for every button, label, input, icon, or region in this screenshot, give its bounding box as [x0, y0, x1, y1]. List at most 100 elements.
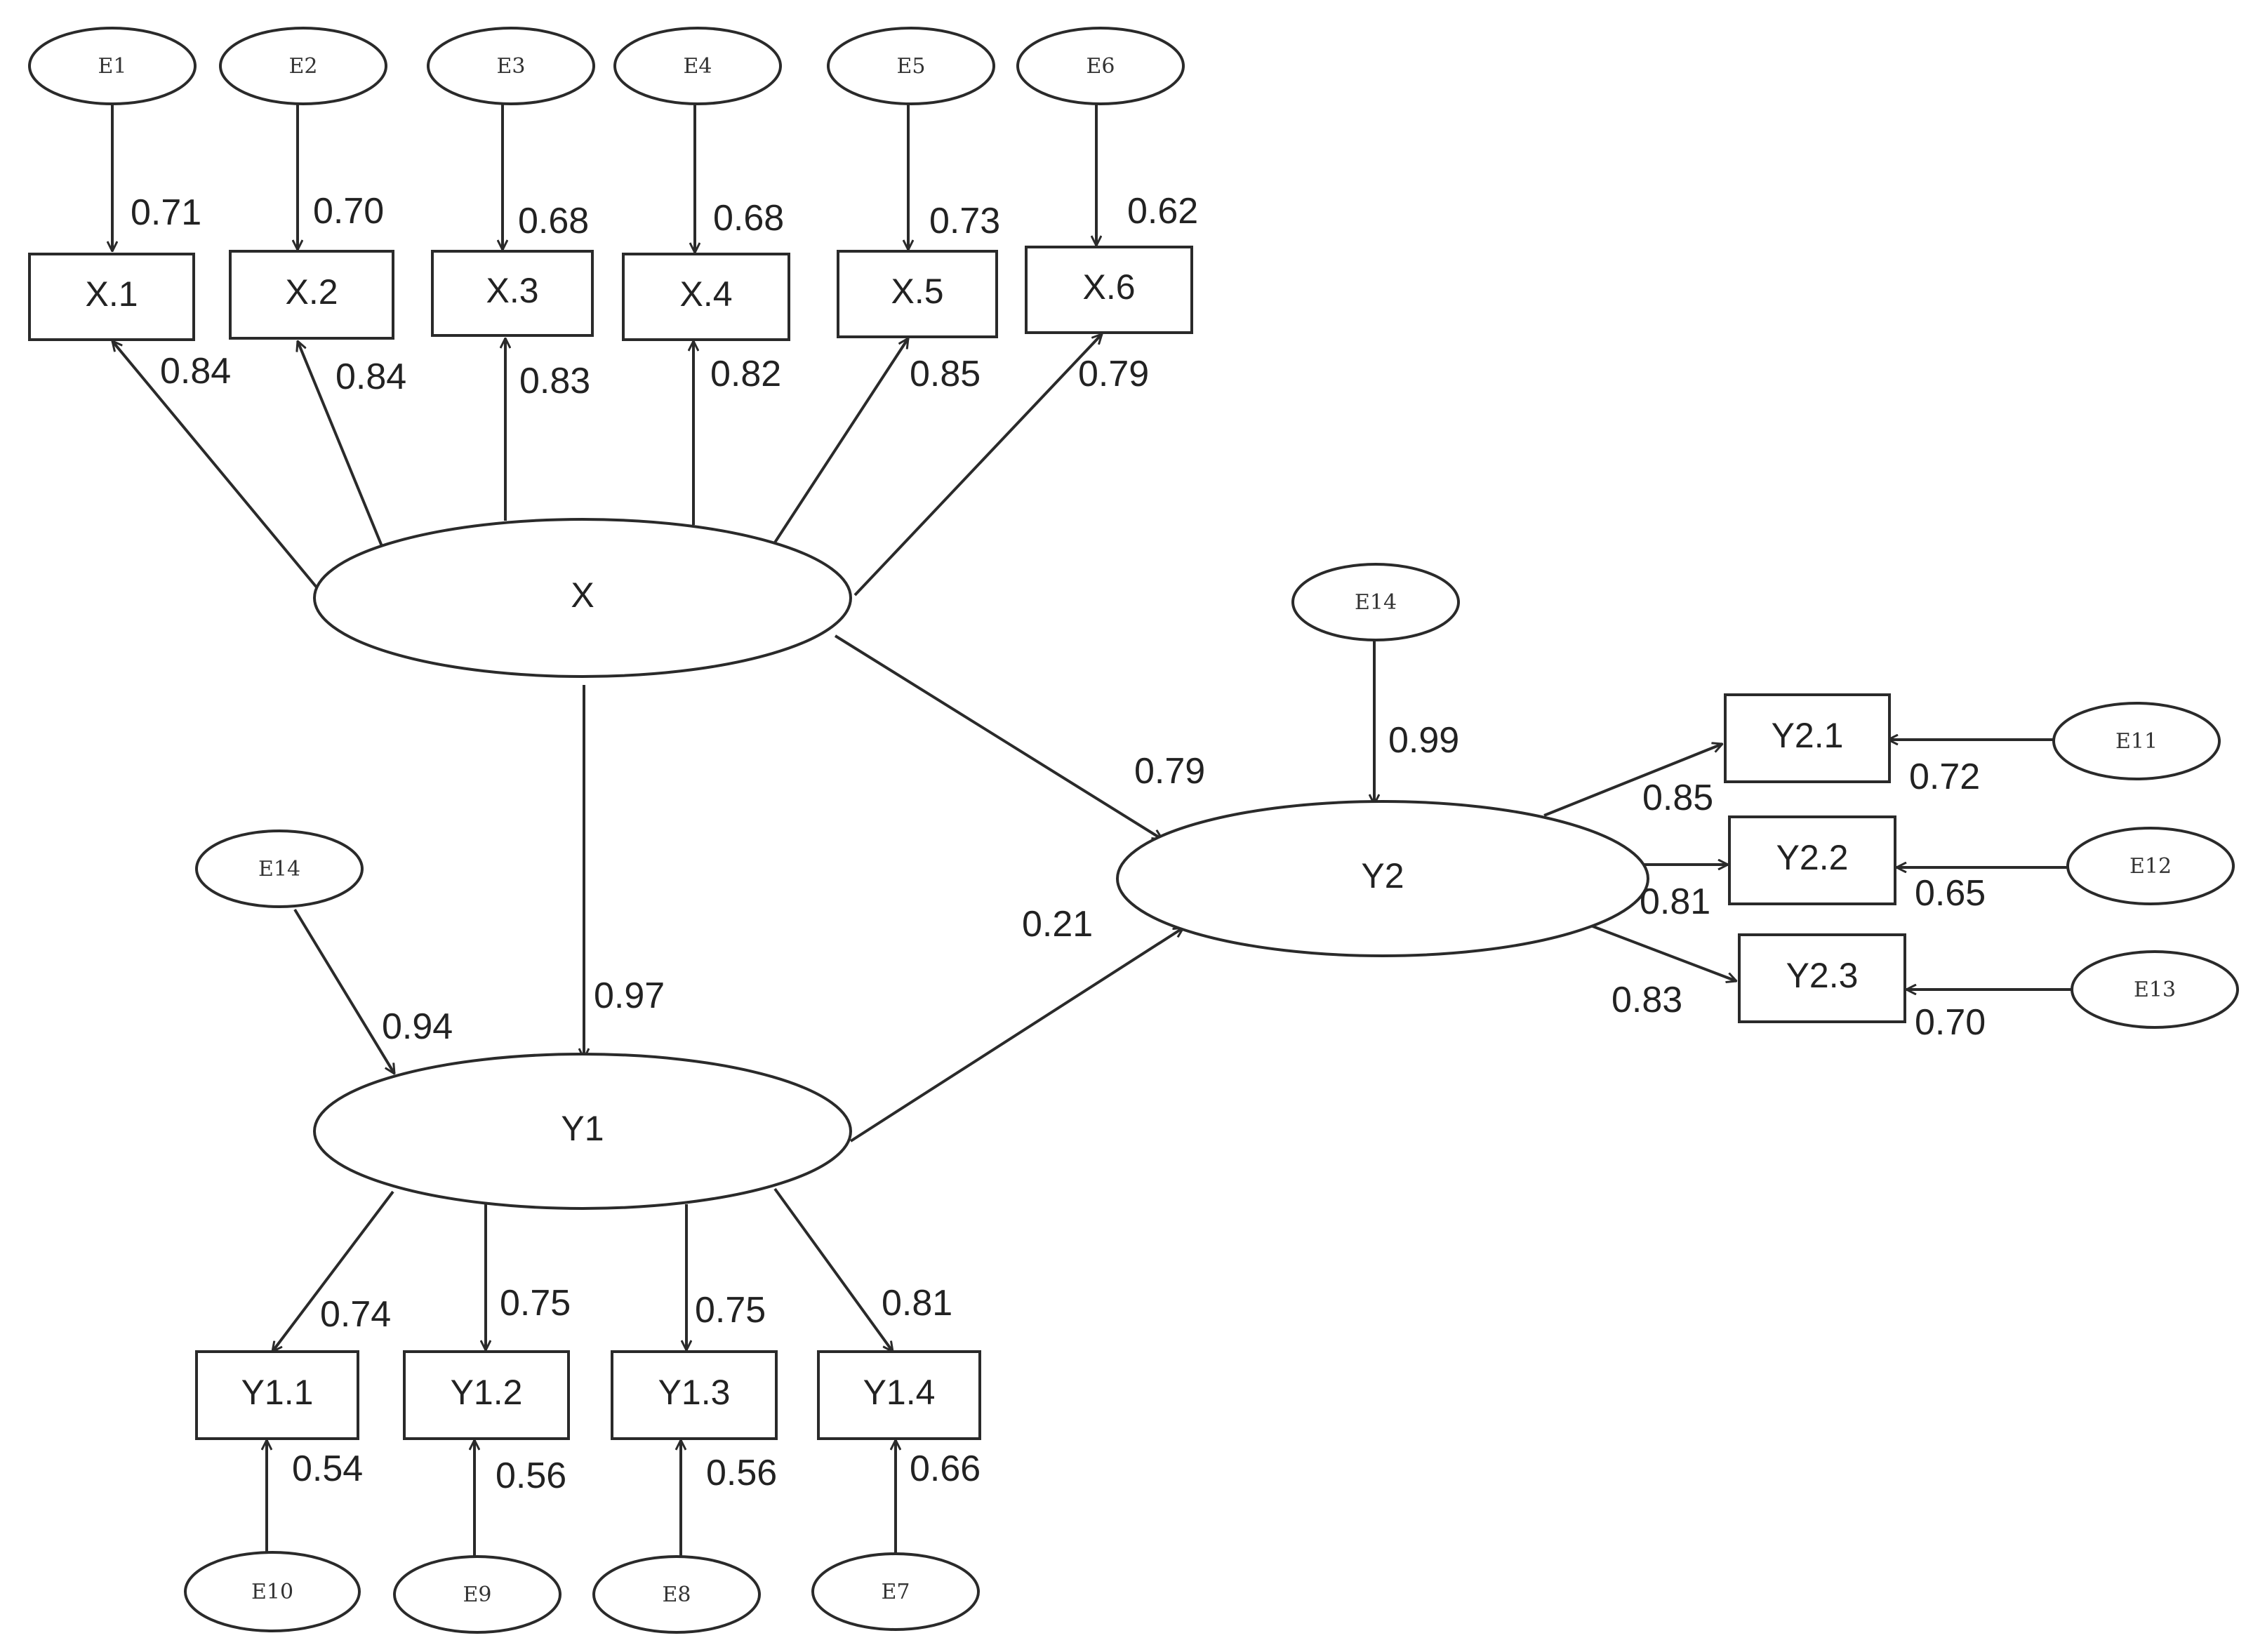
indicator-y2-2-label: Y2.2 [1776, 838, 1849, 877]
latent-y1: Y1 [313, 1053, 852, 1210]
indicator-y1-1-label: Y1.1 [241, 1373, 314, 1412]
error-e9: E9 [393, 1555, 562, 1634]
error-e2: E2 [219, 27, 387, 105]
indicator-y1-3-label: Y1.3 [658, 1373, 731, 1412]
error-terms: E1 E2 E3 E4 E5 E6 E14 E14 [28, 27, 2239, 1634]
coef-e14-y1: 0.94 [382, 1006, 453, 1047]
latent-variables: X Y1 Y2 [313, 518, 1649, 1210]
path-x-x1 [112, 341, 319, 589]
error-e10-label: E10 [251, 1580, 293, 1604]
latent-y2: Y2 [1116, 800, 1649, 957]
coef-e6-x6: 0.62 [1127, 191, 1198, 232]
indicator-x1-label: X.1 [85, 274, 138, 314]
indicator-y1-4-label: Y1.4 [863, 1373, 936, 1412]
coef-y1-y11: 0.74 [320, 1294, 391, 1335]
error-e13-label: E13 [2134, 978, 2176, 1002]
coef-e5-x5: 0.73 [929, 201, 1000, 241]
indicator-x5-label: X.5 [891, 272, 943, 311]
coef-e9-y12: 0.56 [496, 1456, 566, 1496]
latent-y2-label: Y2 [1361, 856, 1404, 895]
indicator-y2-1-label: Y2.1 [1772, 716, 1844, 755]
paths [112, 104, 2073, 1557]
coef-y1-y12: 0.75 [500, 1283, 571, 1324]
coef-x-x1: 0.84 [160, 351, 231, 392]
error-e9-label: E9 [463, 1583, 492, 1607]
coef-x-y1: 0.97 [594, 975, 665, 1016]
coef-x-x6: 0.79 [1078, 354, 1149, 394]
indicator-x3-label: X.3 [486, 271, 538, 310]
coef-x-x2: 0.84 [335, 357, 406, 397]
coef-y2-y23: 0.83 [1612, 980, 1682, 1020]
path-x-x6 [853, 334, 1102, 597]
error-e4: E4 [613, 27, 782, 105]
error-e6: E6 [1016, 27, 1185, 105]
coef-y1-y13: 0.75 [695, 1290, 766, 1331]
coef-e2-x2: 0.70 [313, 191, 384, 232]
error-e6-label: E6 [1087, 54, 1115, 79]
path-y1-y11 [272, 1190, 394, 1352]
indicator-x6-label: X.6 [1082, 267, 1135, 307]
path-y1-y2 [849, 928, 1183, 1143]
error-e14-y2: E14 [1291, 563, 1460, 641]
indicator-x2: X.2 [229, 250, 394, 340]
path-y1-y14 [773, 1187, 893, 1352]
indicator-x5: X.5 [837, 250, 998, 338]
error-e14-y1: E14 [195, 830, 364, 908]
error-e14-y1-label: E14 [258, 857, 300, 881]
error-e12-label: E12 [2129, 854, 2172, 879]
coef-e4-x4: 0.68 [713, 198, 784, 239]
error-e1: E1 [28, 27, 197, 105]
coef-e12-y22: 0.65 [1915, 873, 1986, 914]
coef-y1-y2: 0.21 [1022, 904, 1093, 945]
path-x-x2 [298, 341, 383, 547]
coef-x-x3: 0.83 [519, 361, 590, 401]
indicator-y2-3: Y2.3 [1738, 933, 1906, 1023]
coef-y2-y21: 0.85 [1642, 778, 1713, 818]
indicator-y2-3-label: Y2.3 [1786, 956, 1859, 995]
error-e1-label: E1 [98, 54, 127, 79]
coef-e14-y2: 0.99 [1388, 720, 1459, 761]
error-e11-label: E11 [2115, 729, 2158, 754]
latent-y1-label: Y1 [561, 1109, 604, 1148]
indicator-y1-3: Y1.3 [611, 1350, 778, 1440]
latent-x: X [313, 518, 852, 678]
indicator-x1: X.1 [28, 253, 195, 341]
error-e13: E13 [2071, 950, 2239, 1029]
latent-x-label: X [571, 575, 594, 615]
error-e3-label: E3 [497, 54, 526, 79]
indicators: X.1 X.2 X.3 X.4 X.5 X.6 Y2.1 Y2.2 [28, 246, 1906, 1440]
coef-e11-y21: 0.72 [1909, 757, 1980, 797]
indicator-y2-2: Y2.2 [1728, 815, 1896, 905]
path-x-x5 [772, 338, 908, 546]
coef-e13-y23: 0.70 [1915, 1002, 1986, 1043]
error-e5: E5 [827, 27, 995, 105]
indicator-y1-2: Y1.2 [403, 1350, 570, 1440]
coef-x-y2: 0.79 [1134, 751, 1205, 792]
coef-x-x4: 0.82 [710, 354, 781, 394]
path-y2-y23 [1588, 924, 1736, 981]
coefficients: 0.71 0.70 0.68 0.68 0.73 0.62 0.84 0.84 … [131, 191, 1986, 1496]
error-e11: E11 [2052, 702, 2221, 780]
error-e3: E3 [427, 27, 595, 105]
indicator-x2-label: X.2 [285, 272, 338, 312]
indicator-x4-label: X.4 [679, 274, 732, 314]
error-e7: E7 [811, 1552, 980, 1631]
path-y2-y21 [1543, 744, 1722, 817]
error-e8: E8 [592, 1555, 761, 1634]
error-e7-label: E7 [882, 1580, 910, 1604]
indicator-x6: X.6 [1025, 246, 1193, 334]
indicator-y1-2-label: Y1.2 [451, 1373, 523, 1412]
indicator-x4: X.4 [622, 253, 790, 341]
indicator-y2-1: Y2.1 [1724, 693, 1891, 783]
error-e8-label: E8 [663, 1583, 691, 1607]
coef-y2-y22: 0.81 [1640, 881, 1710, 922]
error-e10: E10 [184, 1551, 361, 1632]
error-e2-label: E2 [289, 54, 318, 79]
path-x-y2 [834, 634, 1162, 839]
error-e4-label: E4 [684, 54, 712, 79]
error-e5-label: E5 [897, 54, 926, 79]
coef-e3-x3: 0.68 [518, 201, 589, 241]
coef-x-x5: 0.85 [910, 354, 981, 394]
coef-y1-y14: 0.81 [882, 1283, 952, 1324]
indicator-x3: X.3 [431, 250, 594, 337]
